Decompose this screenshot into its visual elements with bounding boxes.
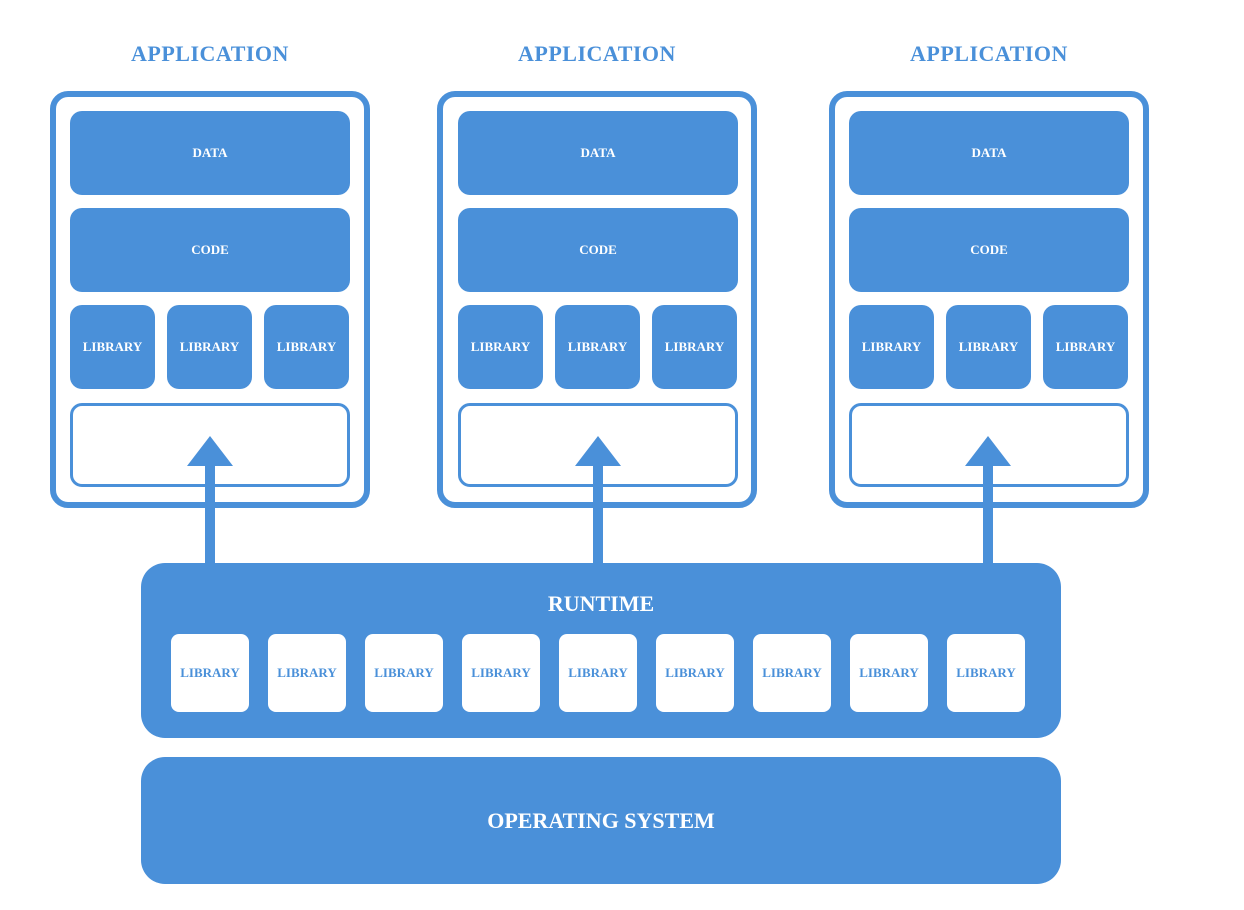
application-title-3: APPLICATION [910, 41, 1068, 66]
library-block: LIBRARY [849, 305, 934, 389]
code-block: CODE [458, 208, 738, 292]
runtime-library: LIBRARY [753, 634, 831, 712]
arrow-up-icon-shaft-3 [983, 464, 993, 566]
arrow-up-icon-2 [575, 436, 621, 466]
library-block: LIBRARY [70, 305, 155, 389]
runtime-library: LIBRARY [656, 634, 734, 712]
runtime-library: LIBRARY [559, 634, 637, 712]
application-container-1: DATA CODE LIBRARY LIBRARY LIBRARY [50, 91, 370, 508]
runtime-library: LIBRARY [850, 634, 928, 712]
runtime-library: LIBRARY [171, 634, 249, 712]
code-block: CODE [849, 208, 1129, 292]
application-title-1: APPLICATION [131, 41, 289, 66]
arrow-up-icon-1 [187, 436, 233, 466]
application-container-2: DATA CODE LIBRARY LIBRARY LIBRARY [437, 91, 757, 508]
library-block: LIBRARY [555, 305, 640, 389]
data-block: DATA [849, 111, 1129, 195]
library-block: LIBRARY [1043, 305, 1128, 389]
runtime-library: LIBRARY [268, 634, 346, 712]
runtime-layer: RUNTIME LIBRARY LIBRARY LIBRARY LIBRARY … [141, 563, 1061, 738]
library-block: LIBRARY [946, 305, 1031, 389]
library-block: LIBRARY [458, 305, 543, 389]
application-container-3: DATA CODE LIBRARY LIBRARY LIBRARY [829, 91, 1149, 508]
arrow-up-icon-3 [965, 436, 1011, 466]
code-block: CODE [70, 208, 350, 292]
runtime-title: RUNTIME [547, 591, 655, 616]
arrow-up-icon-shaft-2 [593, 464, 603, 566]
data-block: DATA [70, 111, 350, 195]
library-block: LIBRARY [652, 305, 737, 389]
data-block: DATA [458, 111, 738, 195]
runtime-library: LIBRARY [947, 634, 1025, 712]
runtime-library: LIBRARY [365, 634, 443, 712]
application-title-2: APPLICATION [518, 41, 676, 66]
runtime-library: LIBRARY [462, 634, 540, 712]
library-block: LIBRARY [167, 305, 252, 389]
library-block: LIBRARY [264, 305, 349, 389]
arrow-up-icon-shaft-1 [205, 464, 215, 566]
operating-system-layer: OPERATING SYSTEM [141, 757, 1061, 884]
